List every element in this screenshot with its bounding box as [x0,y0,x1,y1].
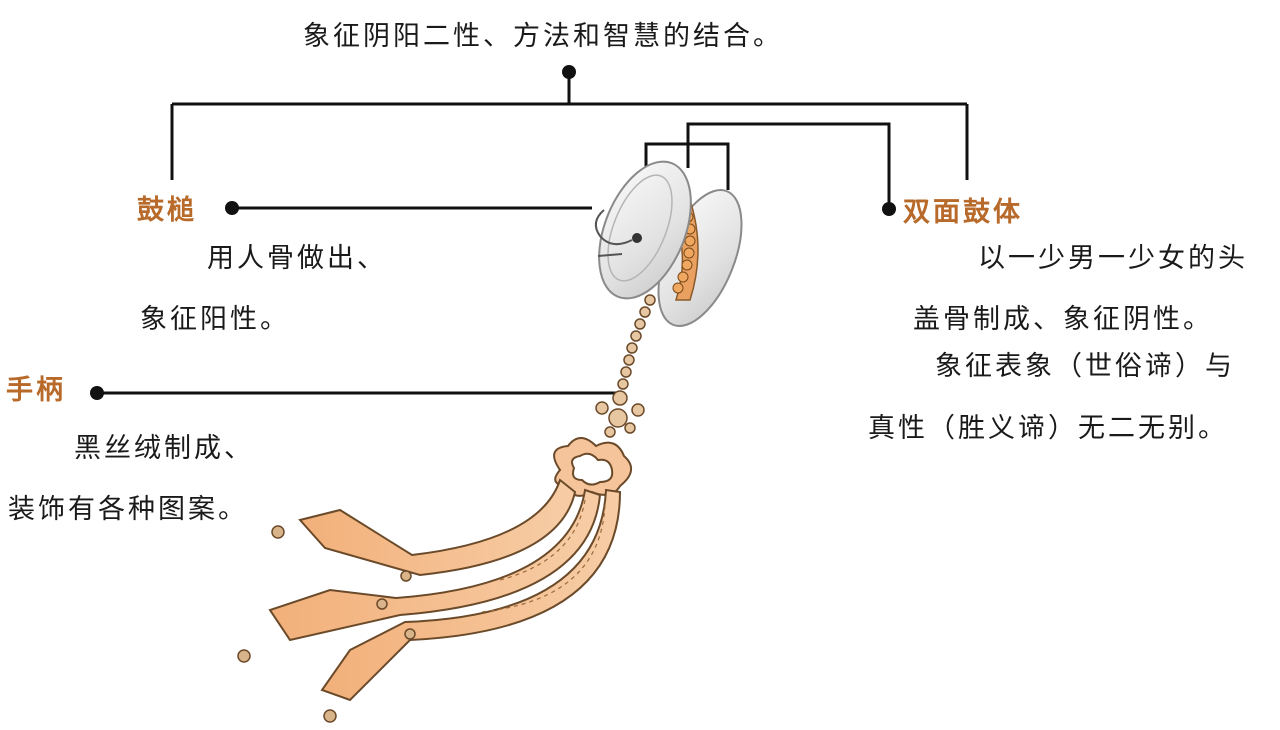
drum-body-desc-line4: 真性（胜义谛）无二无别。 [868,413,1228,444]
drum-front-inner [607,174,673,282]
mallet-bead [632,233,642,243]
ribbon-top [298,478,577,577]
handle-label: 手柄 [6,375,66,406]
ribbon-middle [268,488,602,642]
ribbon-bells [237,525,416,723]
handle-desc-line2: 装饰有各种图案。 [8,494,248,525]
handle-chain [595,294,656,438]
ribbon-bottom [320,488,622,702]
top-dot [562,65,576,79]
leader-lines [97,72,969,395]
drum-body-shape [594,160,743,327]
drum-front-face [598,160,692,300]
mallet-stick [597,253,623,257]
handle-ribbons [268,478,622,702]
mallet-desc-line2: 象征阳性。 [140,304,290,335]
mallet-dot [225,201,239,215]
mallet-cord [594,209,633,246]
handle-desc-line1: 黑丝绒制成、 [74,433,254,464]
drum-body-desc-line2: 盖骨制成、象征阴性。 [913,304,1213,335]
drum-body-label: 双面鼓体 [903,197,1023,228]
top-caption: 象征阴阳二性、方法和智慧的结合。 [303,21,783,52]
drum-body-desc-line1: 以一少男一少女的头 [978,243,1248,274]
drum-body-leader [686,122,891,208]
handle-dot [90,386,104,400]
mallet-label: 鼓槌 [137,195,197,226]
drum-body-dot [882,202,896,216]
drum-body-desc-line3: 象征表象（世俗谛）与 [935,351,1235,382]
mallet-desc-line1: 用人骨做出、 [207,243,387,274]
leader-dots [90,65,896,400]
